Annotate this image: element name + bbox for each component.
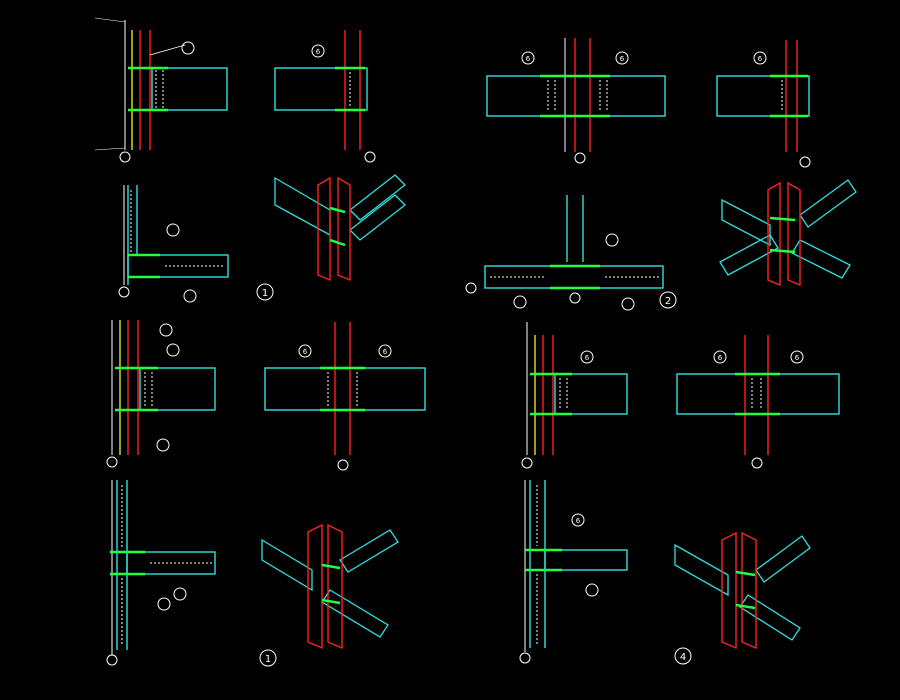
weld-callout-1: 6 <box>303 348 308 356</box>
detail-marker-4: 4 <box>674 647 692 665</box>
detail-f-section: 6 6 <box>676 335 840 469</box>
detail-h-elevation: 6 <box>519 480 628 664</box>
detail-marker-1: 1 <box>256 283 274 301</box>
detail-marker-2-label: 2 <box>665 296 671 307</box>
weld-callout-5: 6 <box>795 354 800 362</box>
detail-marker-4-label: 4 <box>680 652 686 663</box>
detail-b-elevation <box>486 38 666 164</box>
detail-g-elevation <box>106 480 216 666</box>
detail-marker-3-label: 1 <box>265 654 271 665</box>
detail-e-section: 6 6 <box>264 322 426 471</box>
section-label-3: 6 <box>620 55 625 63</box>
detail-a-elevation <box>94 17 228 163</box>
detail-a-section <box>274 30 376 163</box>
iso-view-3 <box>261 523 399 650</box>
detail-marker-2: 2 <box>659 291 677 309</box>
section-label-4: 6 <box>758 55 763 63</box>
section-label-2: 6 <box>526 55 531 63</box>
section-label-1: 6 <box>316 48 321 56</box>
weld-callout-6: 6 <box>576 517 581 525</box>
weld-callout-2: 6 <box>383 348 388 356</box>
detail-c-corner <box>118 185 229 303</box>
iso-view-4 <box>674 531 811 650</box>
detail-e-elevation <box>106 320 216 468</box>
weld-callout-4: 6 <box>718 354 723 362</box>
detail-marker-1-label: 1 <box>262 288 268 299</box>
iso-view-2 <box>719 179 857 287</box>
detail-b-section <box>716 40 811 168</box>
detail-d-tee <box>465 195 664 311</box>
detail-marker-3: 1 <box>259 649 277 667</box>
weld-callout-3: 6 <box>585 354 590 362</box>
iso-view-1 <box>274 174 406 282</box>
detail-f-elevation: 6 <box>521 322 628 469</box>
